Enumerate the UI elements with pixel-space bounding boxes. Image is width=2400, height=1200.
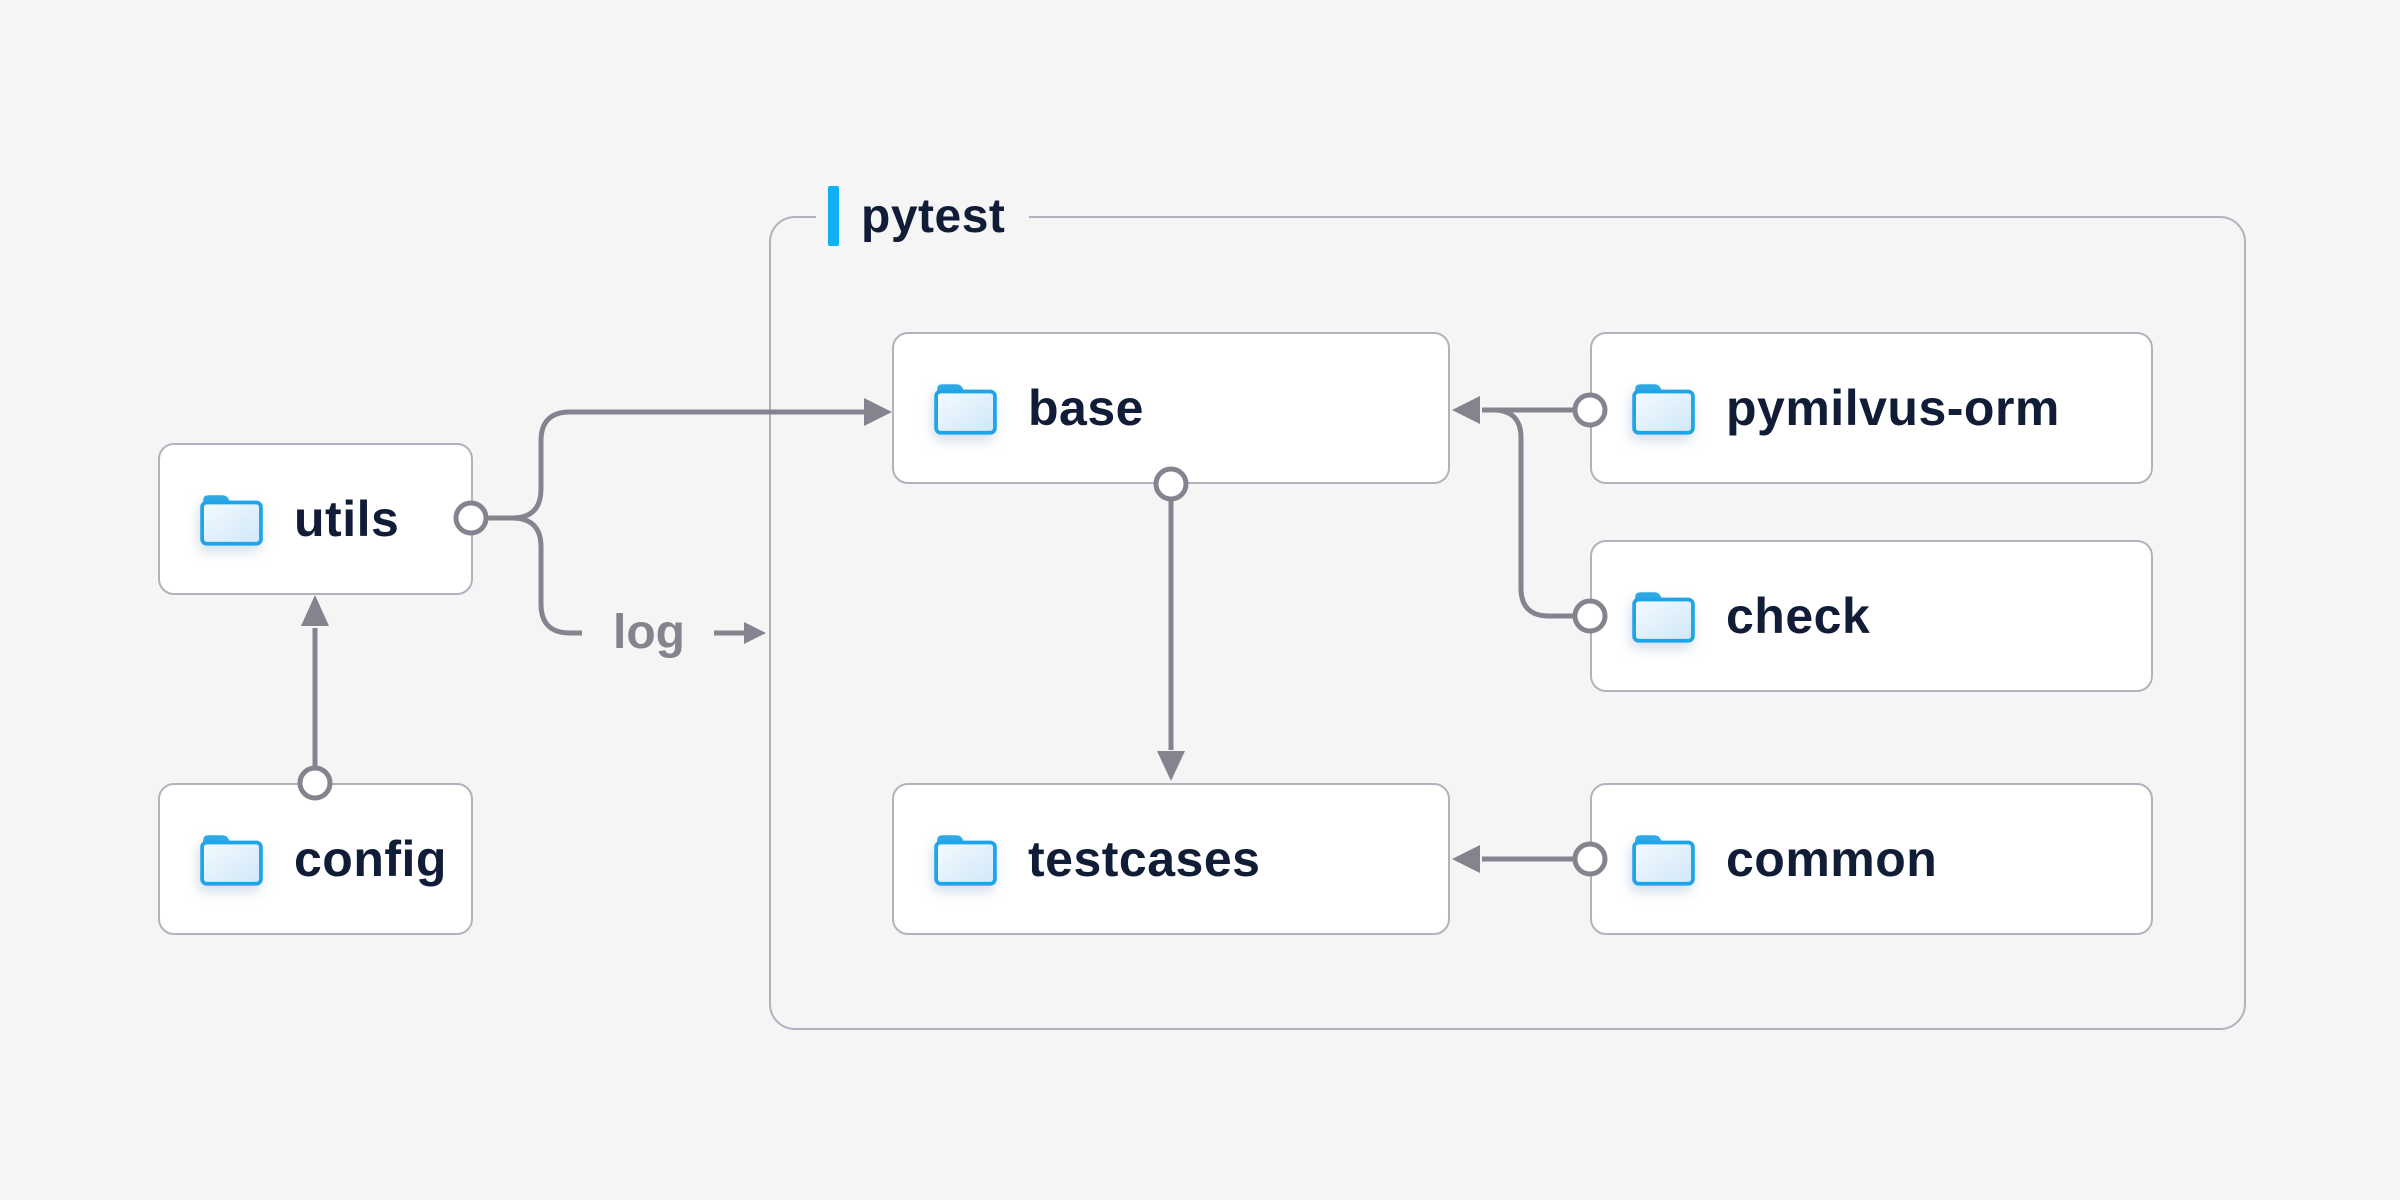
- node-label: common: [1726, 831, 1938, 887]
- folder-icon: [934, 835, 997, 886]
- node-label: config: [294, 831, 447, 887]
- pytest-group-container: [769, 216, 2246, 1030]
- log-arrowhead: [744, 622, 766, 644]
- folder-icon: [200, 835, 263, 886]
- node-label: pymilvus-orm: [1726, 380, 2060, 436]
- arrowhead-into-utils: [301, 595, 329, 626]
- edge-utils-log: [511, 515, 582, 636]
- node-testcases: testcases: [892, 783, 1450, 935]
- folder-icon: [200, 495, 263, 546]
- folder-icon: [1632, 384, 1695, 435]
- node-check: check: [1590, 540, 2153, 692]
- node-utils: utils: [158, 443, 473, 595]
- node-label: testcases: [1028, 831, 1261, 887]
- node-common: common: [1590, 783, 2153, 935]
- edge-label-log: log: [613, 606, 685, 659]
- node-base: base: [892, 332, 1450, 484]
- node-label: utils: [294, 491, 400, 547]
- node-pymilvus-orm: pymilvus-orm: [1590, 332, 2153, 484]
- accent-bar: [828, 186, 839, 246]
- node-label: base: [1028, 380, 1144, 436]
- folder-icon: [934, 384, 997, 435]
- group-title: pytest: [861, 189, 1006, 243]
- node-config: config: [158, 783, 473, 935]
- folder-icon: [1632, 592, 1695, 643]
- node-label: check: [1726, 588, 1871, 644]
- pytest-group-label: pytest: [816, 186, 1030, 246]
- folder-icon: [1632, 835, 1695, 886]
